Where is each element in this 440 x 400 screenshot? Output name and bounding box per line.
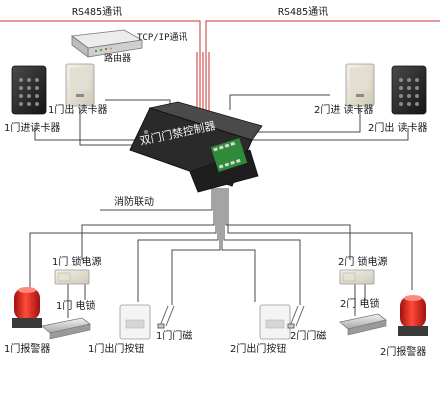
rs485-left-label: RS485通讯 [72,7,123,18]
door2-alarm-device [398,295,428,336]
router-label: 路由器 [104,54,132,64]
door1-alarm-device [12,287,42,328]
door2-lock-power-device [339,269,375,285]
controller-device [129,101,263,193]
door1-lock-power-label: 1门 锁电源 [52,257,102,268]
door2-magnet-device [287,305,305,329]
door2-lock-device [339,313,387,336]
door1-out-reader-device [65,63,95,107]
door1-lock-device [41,317,91,340]
tcpip-label: TCP/IP通讯 [137,33,188,43]
door1-out-reader-label: 1门出 读卡器 [48,105,108,116]
door2-out-reader-label: 2门出 读卡器 [368,123,428,134]
door1-exit-button-label: 1门出门按钮 [88,344,145,355]
door1-in-reader-label: 1门进读卡器 [4,123,61,134]
door1-lock-power-device [54,269,90,285]
door1-alarm-label: 1门报警器 [4,344,51,355]
door2-magnet-label: 2门门磁 [290,331,327,342]
rs485-bus [0,20,440,130]
door2-lock-label: 2门 电锁 [340,299,380,310]
rs485-right-label: RS485通讯 [278,7,329,18]
door2-in-reader-device [345,63,375,107]
door2-exit-button-label: 2门出门按钮 [230,344,287,355]
door2-alarm-label: 2门报警器 [380,347,427,358]
router-device [70,29,144,58]
door2-exit-button-device [259,304,291,340]
door2-out-reader-device [391,65,427,115]
door2-in-reader-label: 2门进 读卡器 [314,105,374,116]
wiring [29,94,413,318]
door1-in-reader-device [11,65,47,115]
fire-linkage-label: 消防联动 [114,197,154,208]
door1-lock-label: 1门 电锁 [56,301,96,312]
door1-exit-button-device [119,304,151,340]
door1-magnet-device [157,305,175,329]
door2-lock-power-label: 2门 锁电源 [338,257,388,268]
door1-magnet-label: 1门门磁 [156,331,193,342]
